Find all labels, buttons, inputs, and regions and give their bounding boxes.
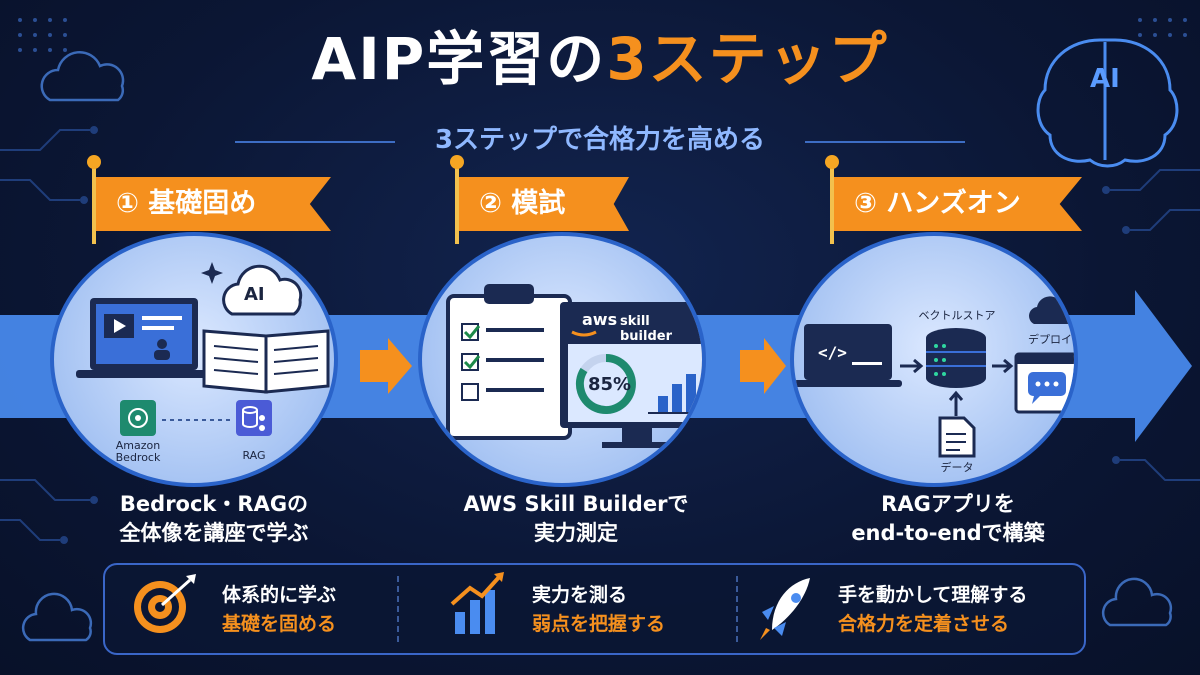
score-donut-chart [575, 354, 636, 414]
vector-store-database-icon [926, 328, 986, 388]
step-1-circle: AI Amazon Bedrock RAG [50, 232, 338, 487]
step-arrow-2 [740, 338, 786, 394]
data-label: データ [940, 461, 974, 474]
deploy-label: デプロイ [1028, 333, 1072, 346]
brain-icon [1036, 38, 1179, 168]
step-2-caption-line2: 実力測定 [534, 521, 618, 545]
flow-arrow-icon [900, 358, 924, 374]
page-title: AIP学習の3ステップ [0, 24, 1200, 94]
step-3-circle: </> [790, 232, 1078, 487]
subtitle: 3ステップで合格力を高める [434, 125, 766, 155]
benefit-1-line1: 体系的に学ぶ [222, 584, 337, 606]
rag-label: RAG [242, 449, 266, 462]
benefit-3-line2: 合格力を定着させる [838, 613, 1010, 635]
step-1-banner: ① 基礎固め [96, 177, 331, 231]
flag-pole [455, 162, 459, 244]
step-2-caption: AWS Skill Builderで 実力測定 [406, 490, 746, 548]
step-1-caption: Bedrock・RAGの 全体像を講座で学ぶ [44, 490, 384, 548]
score-value: 85% [588, 374, 632, 395]
flag-pole-knob [825, 155, 839, 169]
benefit-2-line1: 実力を測る [532, 584, 628, 606]
title-part2: 3ステップ [606, 25, 889, 93]
step-2-circle: aws skill builder 85% [418, 232, 706, 487]
subtitle-line-left [235, 141, 395, 143]
flag-pole-knob [450, 155, 464, 169]
benefits-panel [103, 563, 1086, 655]
circuit-lines [0, 126, 1200, 544]
laptop-icon [76, 298, 212, 378]
step-3-caption-line1: RAGアプリを [881, 492, 1015, 516]
step-3-caption: RAGアプリを end-to-endで構築 [778, 490, 1118, 548]
step-1-caption-line1: Bedrock・RAGの [119, 492, 309, 516]
flag-pole-knob [87, 155, 101, 169]
step-1-illustration [76, 262, 330, 436]
title-part1: AIP学習の [311, 25, 607, 93]
document-icon [938, 416, 976, 458]
vector-store-label: ベクトルストア [918, 309, 996, 322]
divider [397, 576, 399, 642]
aws-logo-text: aws [582, 310, 618, 329]
flag-pole [92, 162, 96, 244]
rag-database-icon [236, 400, 272, 436]
step-3-caption-line2: end-to-endで構築 [851, 521, 1045, 545]
step-arrow-1 [360, 338, 412, 394]
benefit-1-line2: 基礎を固める [222, 613, 337, 635]
step-2-banner: ② 模試 [459, 177, 629, 231]
sparkle-icon [201, 262, 223, 284]
flow-arrow-up-icon [948, 390, 964, 416]
benefit-3-line1: 手を動かして理解する [838, 584, 1028, 606]
step-3-banner: ③ ハンズオン [834, 177, 1082, 231]
benefit-2-line2: 弱点を把握する [532, 613, 666, 635]
bedrock-label-line2: Bedrock [115, 451, 161, 464]
svg-text:</>: </> [818, 343, 847, 362]
chat-window-icon [1014, 352, 1074, 414]
flag-pole [830, 162, 834, 244]
clipboard-checklist-icon [446, 284, 572, 440]
divider [736, 576, 738, 642]
step-1-caption-line2: 全体像を講座で学ぶ [119, 521, 309, 545]
cloud-outline-icon [21, 50, 1173, 642]
open-book-icon [202, 329, 330, 394]
dot-grid [18, 18, 1187, 52]
ai-badge: AI [1090, 64, 1120, 94]
bedrock-label-line1: Amazon [115, 439, 161, 452]
code-laptop-icon: </> [794, 324, 902, 387]
bar-chart-icon [648, 374, 700, 414]
flow-arrow-icon [992, 358, 1014, 374]
step-2-illustration [446, 284, 702, 448]
step-3-illustration: </> [794, 296, 1074, 458]
skill-builder-text: skill builder [620, 314, 673, 344]
ai-cloud-label: AI [244, 284, 265, 305]
step-2-caption-line1: AWS Skill Builderで [463, 492, 689, 516]
deploy-cloud-icon [1029, 296, 1074, 324]
amazon-bedrock-icon [120, 400, 156, 436]
ai-cloud-icon [222, 264, 303, 316]
subtitle-line-right [805, 141, 965, 143]
